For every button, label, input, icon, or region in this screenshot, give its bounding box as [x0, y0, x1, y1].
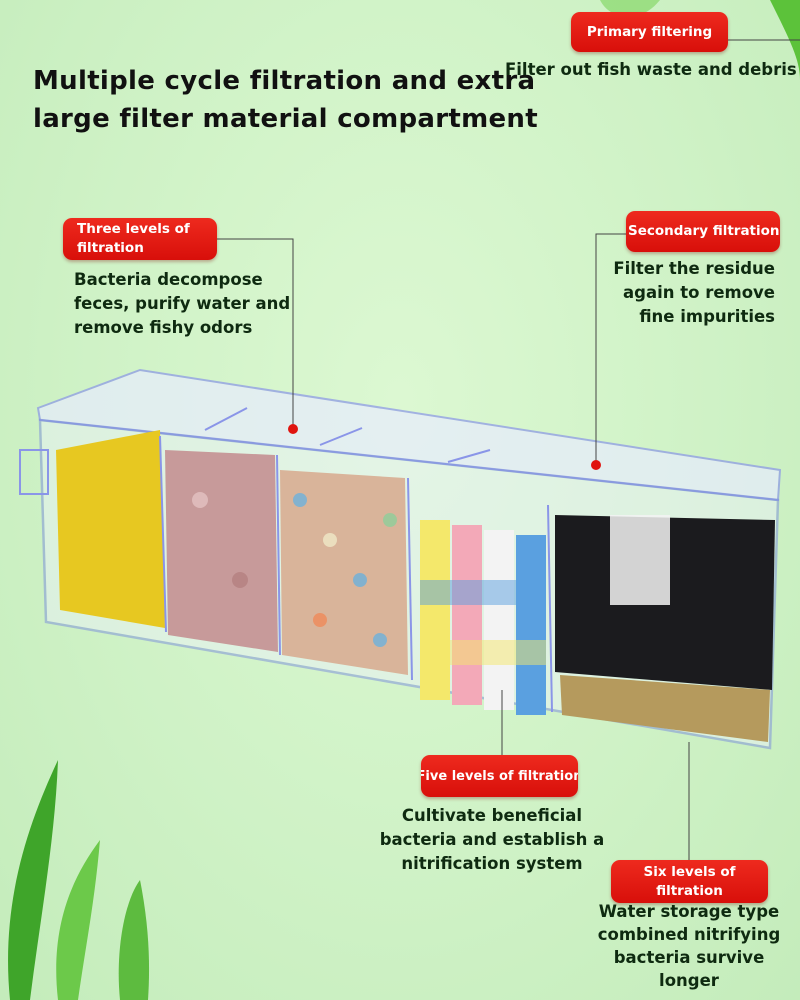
badge-label-line-1: Six levels of — [643, 863, 736, 880]
desc-line: fine impurities — [639, 307, 775, 326]
primary-description: Filter out fish waste and debris — [505, 60, 797, 79]
desc-line: Cultivate beneficial — [401, 806, 583, 825]
five-levels-description: Cultivate beneficial bacteria and establ… — [362, 804, 622, 876]
badge-secondary-filtration: Secondary filtration — [626, 211, 780, 252]
badge-label-line-2: filtration — [77, 240, 144, 256]
desc-line: Bacteria decompose — [74, 270, 263, 289]
desc-line: Filter the residue — [613, 259, 775, 278]
water-inlet — [610, 515, 670, 605]
desc-line: longer — [659, 971, 719, 990]
desc-line: combined nitrifying — [597, 925, 781, 944]
ceramic-rings — [420, 520, 546, 715]
desc-line: Water storage type — [598, 902, 780, 921]
filter-box — [19, 368, 782, 750]
badge-five-levels: Five levels of filtration — [421, 755, 578, 797]
badge-primary-filtering: Primary filtering — [571, 12, 728, 52]
three-levels-description: Bacteria decompose feces, purify water a… — [74, 268, 290, 340]
badge-label-line-1: Three levels of — [77, 221, 190, 237]
marker-dot-three — [288, 424, 298, 434]
badge-label: Five levels of filtration — [421, 768, 578, 784]
ceramic-balls — [165, 450, 278, 652]
badge-six-levels: Six levels of filtration — [611, 860, 768, 903]
leader-lines — [217, 39, 800, 860]
desc-line: remove fishy odors — [74, 318, 253, 337]
headline-line-2: large filter material compartment — [33, 104, 538, 134]
marker-dot-secondary — [591, 460, 601, 470]
headline-line-1: Multiple cycle filtration and extra — [33, 66, 536, 96]
mixed-bio-balls — [280, 470, 408, 675]
bio-pellets — [560, 675, 770, 742]
desc-line: bacteria survive — [613, 948, 765, 967]
six-levels-description: Water storage type combined nitrifying b… — [589, 900, 789, 992]
badge-label: Secondary filtration — [628, 223, 780, 239]
desc-line: again to remove — [623, 283, 775, 302]
leaf-bottom-left — [8, 760, 150, 1000]
badge-label-line-2: filtration — [656, 882, 723, 899]
secondary-description: Filter the residue again to remove fine … — [613, 257, 775, 329]
badge-three-levels: Three levels of filtration — [63, 218, 217, 260]
desc-line: nitrification system — [401, 854, 583, 873]
badge-label: Primary filtering — [586, 23, 713, 40]
yellow-sponge — [56, 430, 165, 628]
headline: Multiple cycle filtration and extra larg… — [33, 62, 538, 138]
desc-line: feces, purify water and — [74, 294, 291, 313]
desc-line: bacteria and establish a — [379, 830, 605, 849]
